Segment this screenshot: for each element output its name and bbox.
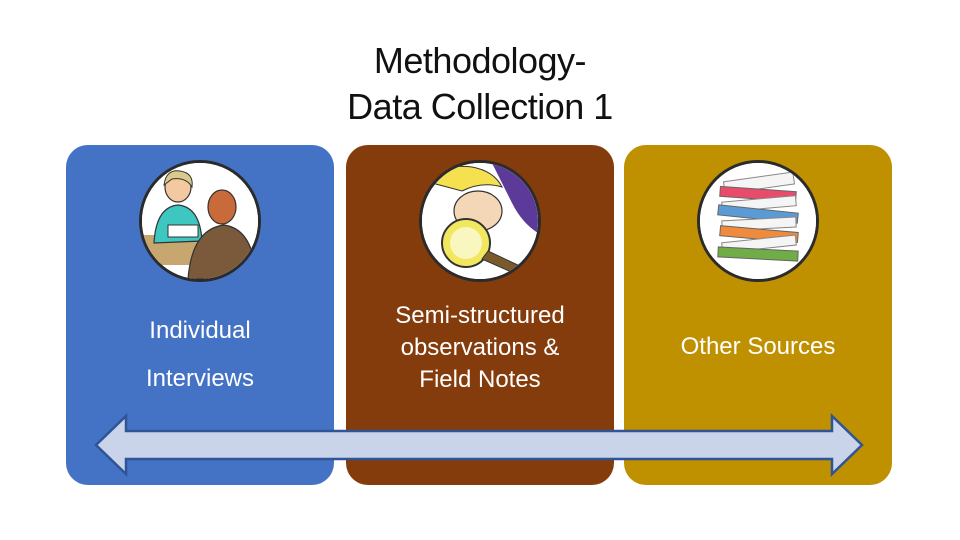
interview-icon (142, 163, 258, 279)
double-arrow-icon (94, 413, 864, 477)
label-line: Interviews (145, 365, 255, 392)
label-line: Semi-structured (395, 302, 565, 329)
document-stack-icon (700, 163, 816, 279)
label-line: observations & (400, 334, 560, 361)
magnifier-observation-icon (422, 163, 538, 279)
panel-observations: Semi-structured observations & Field Not… (346, 145, 614, 485)
panel-individual-interviews: Individual Interviews (66, 145, 334, 485)
slide-title: Methodology- Data Collection 1 (0, 38, 960, 130)
label-line: Field Notes (419, 366, 541, 393)
panel-label: Other Sources (634, 330, 882, 364)
panel-other-sources: Other Sources (624, 145, 892, 485)
title-line-2: Data Collection 1 (347, 86, 613, 127)
label-line: Individual (149, 317, 251, 344)
panel-label: Semi-structured observations & Field Not… (356, 300, 604, 396)
panel-label: Individual Interviews (76, 307, 324, 403)
title-line-1: Methodology- (373, 40, 587, 81)
label-line: Other Sources (680, 333, 836, 360)
